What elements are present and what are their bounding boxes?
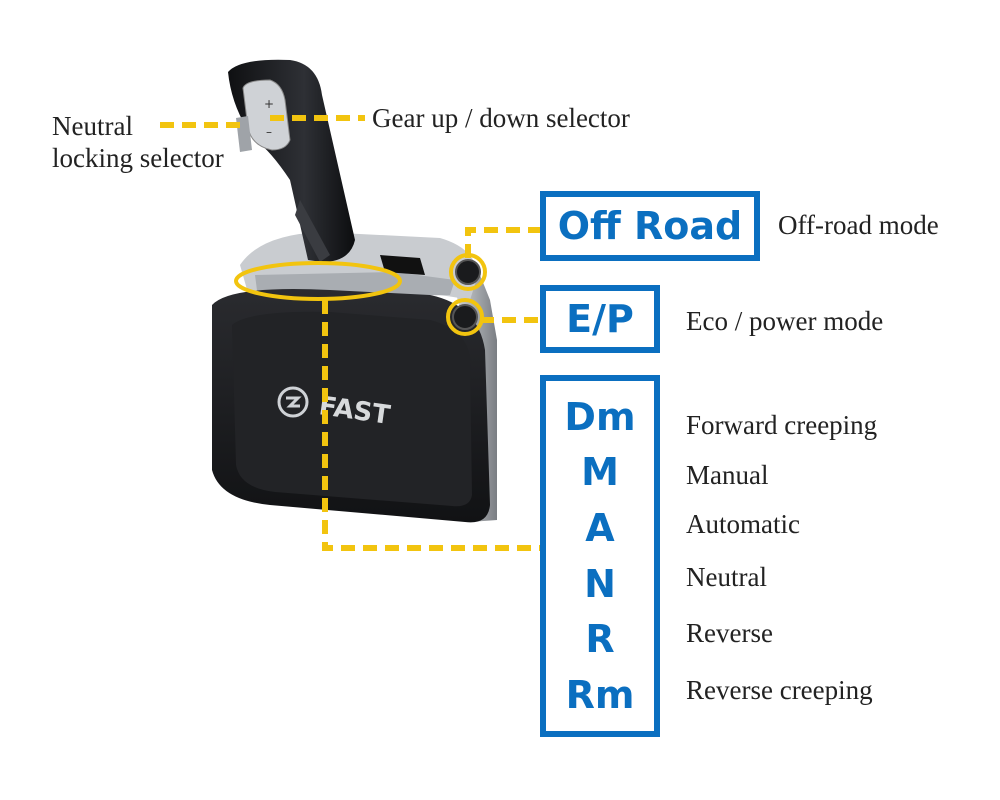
gear-code-dm: Dm [564, 398, 635, 436]
eco-power-label: Eco / power mode [686, 305, 883, 337]
gear-minus-key: – [266, 125, 272, 139]
gear-plus-key: + [264, 97, 274, 111]
gear-desc-reverse-creeping: Reverse creeping [686, 674, 873, 706]
ep-box-label: E/P [566, 297, 634, 341]
gear-code-a: A [585, 509, 614, 547]
gear-code-r: R [585, 620, 614, 658]
offroad-box-label: Off Road [558, 204, 743, 248]
leader-offroad [468, 230, 540, 258]
ep-button [453, 305, 477, 329]
gear-modes-box: Dm M A N R Rm [540, 375, 660, 737]
ep-box: E/P [540, 285, 660, 353]
gear-code-rm: Rm [566, 676, 635, 714]
gear-code-m: M [581, 453, 619, 491]
gear-desc-forward-creeping: Forward creeping [686, 409, 877, 441]
gear-desc-manual: Manual [686, 459, 768, 491]
offroad-box: Off Road [540, 191, 760, 261]
offroad-mode-label: Off-road mode [778, 209, 939, 241]
gear-desc-neutral: Neutral [686, 561, 767, 593]
gear-updown-label: Gear up / down selector [372, 102, 630, 134]
gear-code-n: N [584, 565, 616, 603]
offroad-button [456, 260, 480, 284]
gear-desc-reverse: Reverse [686, 617, 773, 649]
gear-desc-automatic: Automatic [686, 508, 800, 540]
neutral-locking-label: Neutral locking selector [52, 110, 224, 175]
